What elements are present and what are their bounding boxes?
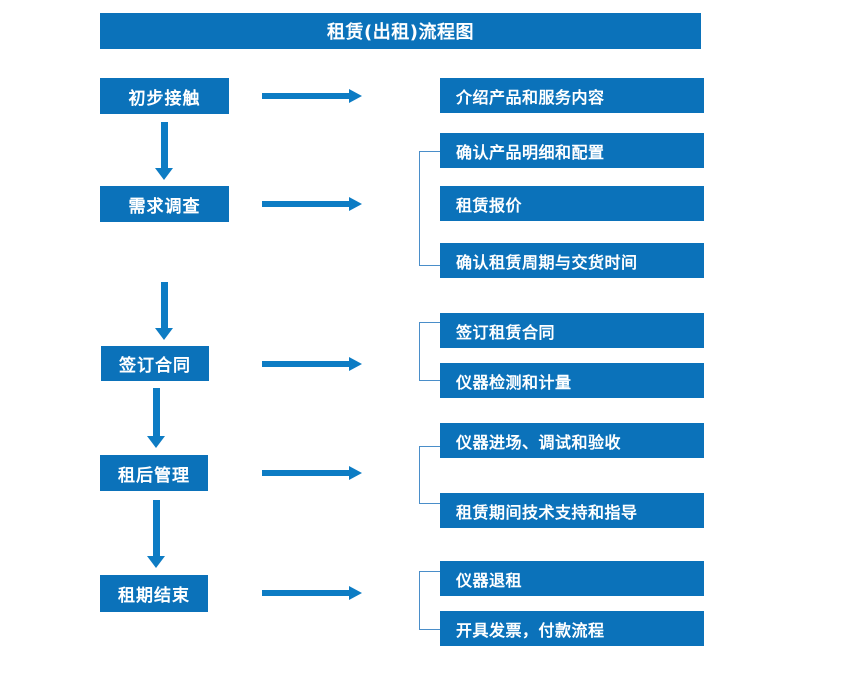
arrow-right-icon-1: [262, 87, 362, 105]
arrow-head: [147, 436, 165, 448]
arrow-shaft: [153, 500, 160, 557]
diagram-title: 租赁(出租)流程图: [100, 13, 701, 49]
stage-box-2[interactable]: 需求调查: [100, 186, 229, 222]
arrow-head: [147, 556, 165, 568]
arrow-head: [349, 466, 362, 480]
arrow-head: [349, 586, 362, 600]
stage-box-4[interactable]: 租后管理: [100, 455, 208, 491]
detail-box-10[interactable]: 开具发票，付款流程: [440, 611, 704, 646]
detail-box-9[interactable]: 仪器退租: [440, 561, 704, 596]
bracket-left-icon-group-3: [419, 322, 440, 381]
arrow-down-icon-2: [155, 282, 173, 340]
detail-box-6[interactable]: 仪器检测和计量: [440, 363, 704, 398]
arrow-head: [155, 328, 173, 340]
arrow-right-icon-4: [262, 464, 362, 482]
arrow-head: [155, 168, 173, 180]
arrow-shaft: [161, 282, 168, 329]
arrow-right-icon-5: [262, 584, 362, 602]
bracket-left-icon-group-4: [419, 446, 440, 504]
detail-box-2[interactable]: 确认产品明细和配置: [440, 133, 704, 168]
arrow-head: [349, 357, 362, 371]
arrow-shaft: [262, 93, 350, 99]
arrow-down-icon-3: [147, 388, 165, 448]
arrow-shaft: [153, 388, 160, 437]
arrow-shaft: [161, 122, 168, 169]
bracket-left-icon-group-5: [419, 571, 440, 630]
arrow-shaft: [262, 361, 350, 367]
arrow-shaft: [262, 201, 350, 207]
detail-box-1[interactable]: 介绍产品和服务内容: [440, 78, 704, 113]
stage-box-3[interactable]: 签订合同: [101, 346, 209, 381]
arrow-shaft: [262, 590, 350, 596]
arrow-right-icon-3: [262, 355, 362, 373]
detail-box-3[interactable]: 租赁报价: [440, 186, 704, 221]
detail-box-8[interactable]: 租赁期间技术支持和指导: [440, 493, 704, 528]
arrow-head: [349, 197, 362, 211]
arrow-down-icon-4: [147, 500, 165, 568]
stage-box-5[interactable]: 租期结束: [100, 575, 208, 612]
arrow-down-icon-1: [155, 122, 173, 180]
stage-box-1[interactable]: 初步接触: [100, 78, 229, 114]
arrow-right-icon-2: [262, 195, 362, 213]
detail-box-4[interactable]: 确认租赁周期与交货时间: [440, 243, 704, 278]
detail-box-7[interactable]: 仪器进场、调试和验收: [440, 423, 704, 458]
arrow-shaft: [262, 470, 350, 476]
arrow-head: [349, 89, 362, 103]
bracket-left-icon-group-2: [419, 151, 440, 266]
detail-box-5[interactable]: 签订租赁合同: [440, 313, 704, 348]
